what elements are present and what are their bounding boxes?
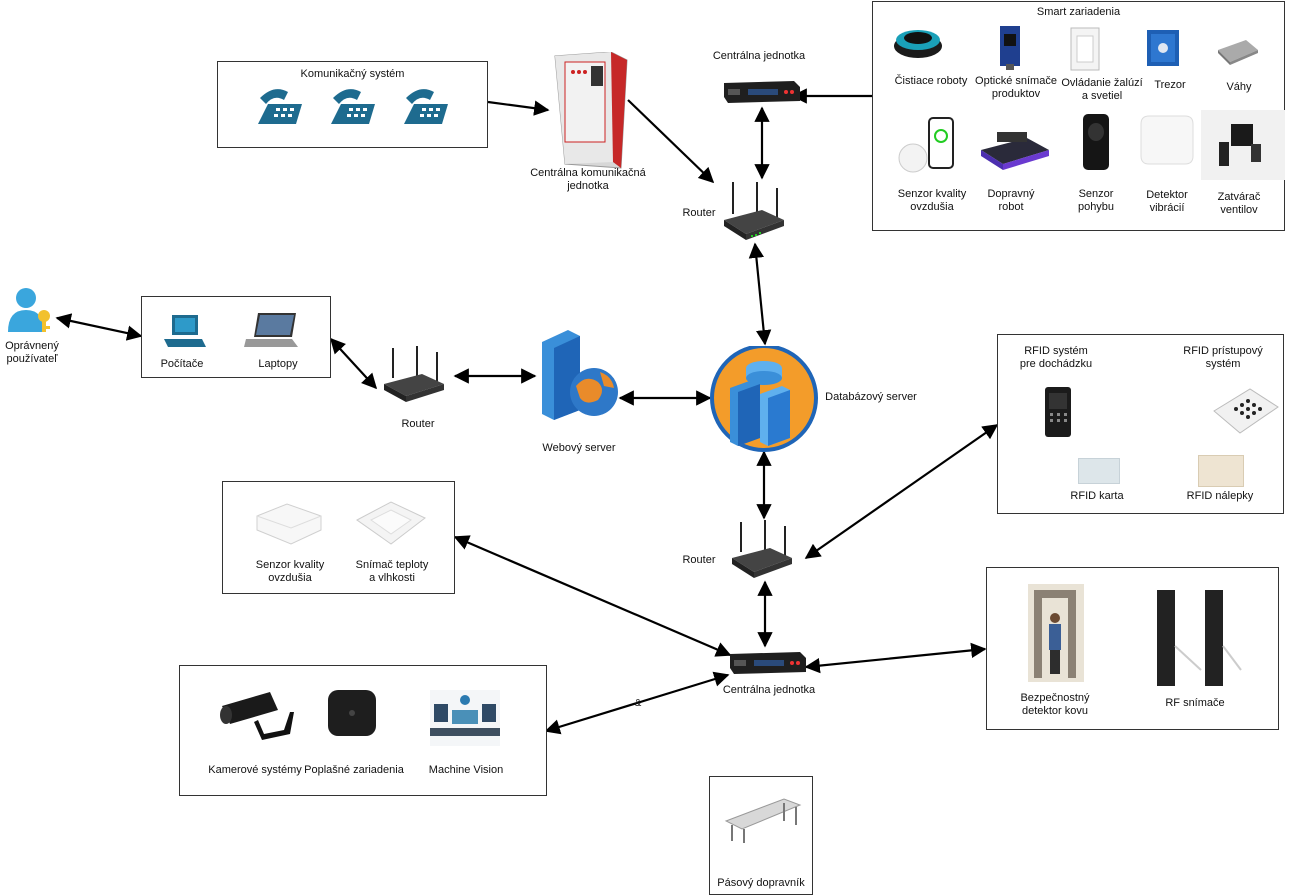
vibration-detector-icon bbox=[1140, 115, 1194, 165]
user-label: Oprávnený používateľ bbox=[5, 340, 59, 365]
arrow-user-computers bbox=[55, 313, 143, 341]
rf-gate-icon bbox=[1157, 590, 1242, 686]
blinds-light-control-icon bbox=[1070, 27, 1100, 71]
bottom-central-unit-label: Centrálna jednotka bbox=[722, 684, 816, 696]
rfid-attendance-terminal-icon bbox=[1045, 387, 1071, 437]
valve-closer-icon bbox=[1201, 110, 1285, 180]
smart-row2-label-0: Senzor kvality ovzdušia bbox=[897, 188, 967, 213]
smart-row2-label-2: Senzor pohybu bbox=[1077, 188, 1115, 213]
rfid-box: RFID systém pre dochádzku RFID prístupov… bbox=[997, 334, 1284, 514]
left-router-label: Router bbox=[401, 418, 435, 430]
machine-vision-icon bbox=[430, 690, 500, 746]
smart-row2-label-3: Detektor vibrácií bbox=[1146, 189, 1188, 214]
optical-sensor-icon bbox=[1000, 26, 1020, 70]
communication-system-box: Komunikačný systém bbox=[217, 61, 488, 148]
rfid-stickers-label: RFID nálepky bbox=[1186, 490, 1254, 502]
user-key-icon bbox=[8, 288, 50, 332]
rfid-card-icon bbox=[1078, 458, 1120, 484]
alarm-devices-label: Poplašné zariadenia bbox=[304, 764, 404, 776]
security-box: Bezpečnostný detektor kovu RF snímače bbox=[986, 567, 1279, 730]
rf-sensors-label: RF snímače bbox=[1165, 697, 1225, 709]
communication-central-unit-label: Centrálna komunikačná jednotka bbox=[530, 167, 646, 192]
computers-label: Počítače bbox=[160, 358, 204, 370]
temperature-humidity-sensor-icon bbox=[356, 501, 426, 545]
rfid-card-label: RFID karta bbox=[1070, 490, 1124, 502]
metal-detector-label: Bezpečnostný detektor kovu bbox=[1020, 692, 1090, 717]
database-server-label: Databázový server bbox=[825, 391, 917, 403]
conveyor-box: Pásový dopravník bbox=[709, 776, 813, 895]
cleaning-robot-icon bbox=[894, 30, 942, 58]
phone-icon bbox=[404, 89, 448, 124]
arrow-comm-central-to-router bbox=[627, 99, 715, 184]
air-quality-sensor-icon bbox=[256, 503, 322, 545]
arrow-router-rfid bbox=[804, 424, 999, 559]
rfid-access-keypad-icon bbox=[1213, 388, 1279, 434]
smart-row1-label-0: Čistiace roboty bbox=[894, 75, 968, 87]
transport-robot-icon bbox=[981, 132, 1049, 170]
smart-row1-label-2: Ovládanie žalúzí a svetiel bbox=[1061, 77, 1143, 102]
conveyor-label: Pásový dopravník bbox=[717, 877, 805, 889]
arrow-computers-router bbox=[329, 337, 378, 390]
smart-row1-label-4: Váhy bbox=[1226, 81, 1252, 93]
belt-conveyor-icon bbox=[724, 798, 802, 843]
sensors-box: Senzor kvality ovzdušia Snímač teploty a… bbox=[222, 481, 455, 594]
database-server-icon bbox=[710, 346, 818, 452]
web-server-label: Webový server bbox=[542, 442, 616, 454]
security-camera-icon bbox=[220, 692, 294, 740]
rfid-access-label: RFID prístupový systém bbox=[1183, 345, 1263, 370]
communication-central-unit-icon bbox=[554, 52, 628, 169]
web-server-icon bbox=[542, 330, 618, 420]
arrow-central-camera bbox=[544, 671, 730, 735]
computers-box: Počítače Laptopy bbox=[141, 296, 331, 378]
smart-devices-box: Smart zariadenia Čistiace roboty Optické… bbox=[872, 1, 1285, 231]
scale-icon bbox=[1218, 40, 1258, 65]
bottom-router-label: Router bbox=[682, 554, 716, 566]
smart-row2-label-4: Zatvárač ventilov bbox=[1217, 191, 1261, 216]
router-icon bbox=[732, 520, 792, 578]
safe-icon bbox=[1147, 30, 1179, 66]
central-unit-icon bbox=[724, 81, 800, 103]
sensors-air-label: Senzor kvality ovzdušia bbox=[255, 559, 325, 584]
alarm-device-icon bbox=[328, 690, 376, 736]
camera-box: Kamerové systémy Poplašné zariadenia Mac… bbox=[179, 665, 547, 796]
top-router-label: Router bbox=[682, 207, 716, 219]
phone-icon bbox=[331, 89, 375, 124]
smart-row2-label-1: Dopravný robot bbox=[987, 188, 1035, 213]
central-unit-icon bbox=[730, 652, 806, 674]
arrow-router-db bbox=[748, 242, 772, 346]
motion-sensor-icon bbox=[1083, 114, 1109, 170]
metal-detector-icon bbox=[1028, 584, 1084, 682]
arrow-central-security bbox=[804, 642, 987, 674]
router-icon bbox=[384, 346, 444, 402]
arrow-comm-to-central bbox=[487, 100, 550, 116]
rfid-sticker-icon bbox=[1198, 455, 1244, 487]
air-quality-sensor-icon bbox=[898, 117, 954, 173]
router-icon bbox=[724, 182, 784, 240]
sensors-temp-label: Snímač teploty a vlhkosti bbox=[355, 559, 429, 584]
communication-system-title: Komunikačný systém bbox=[300, 68, 405, 80]
arrow-sensors-central bbox=[453, 535, 732, 657]
laptop-icon bbox=[244, 313, 298, 347]
smart-row1-label-1: Optické snímače produktov bbox=[975, 75, 1057, 100]
smart-devices-title: Smart zariadenia bbox=[1036, 6, 1121, 18]
laptops-label: Laptopy bbox=[258, 358, 298, 370]
top-central-unit-label: Centrálna jednotka bbox=[712, 50, 806, 62]
desktop-computer-icon bbox=[164, 315, 206, 347]
edge-label: & bbox=[634, 698, 642, 709]
smart-row1-label-3: Trezor bbox=[1154, 79, 1186, 91]
camera-systems-label: Kamerové systémy bbox=[208, 764, 302, 776]
phone-icon bbox=[258, 89, 302, 124]
machine-vision-label: Machine Vision bbox=[428, 764, 504, 776]
rfid-attendance-label: RFID systém pre dochádzku bbox=[1019, 345, 1093, 370]
